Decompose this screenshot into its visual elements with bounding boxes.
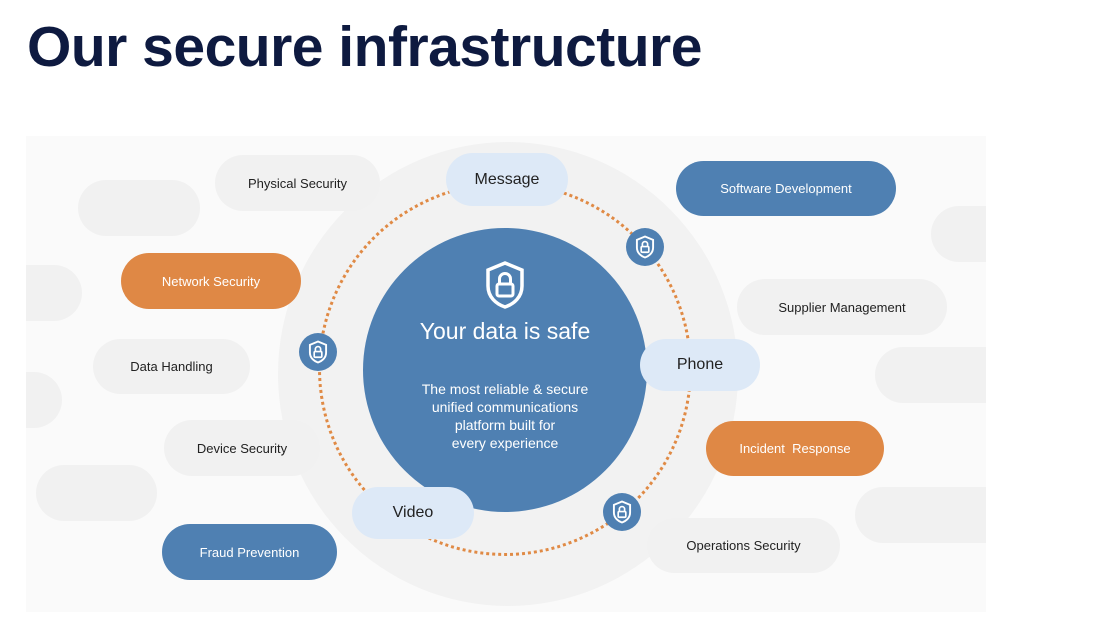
decorative-pill — [931, 206, 986, 262]
description-line: every experience — [451, 435, 559, 451]
decorative-pill — [26, 372, 62, 428]
decorative-pill — [36, 465, 157, 521]
center-circle: Your data is safe The most reliable & se… — [363, 228, 647, 512]
description-line: platform built for — [454, 417, 556, 433]
channel-video: Video — [352, 487, 474, 539]
description-line: The most reliable & secure — [421, 381, 589, 397]
pill-software-development: Software Development — [676, 161, 896, 216]
lock-badge-icon — [299, 333, 337, 371]
channel-message: Message — [446, 153, 568, 206]
pill-network-security: Network Security — [121, 253, 301, 309]
pill-operations-security: Operations Security — [647, 518, 840, 573]
shield-lock-icon — [486, 261, 524, 309]
decorative-pill — [875, 347, 986, 403]
lock-badge-icon — [626, 228, 664, 266]
pill-physical-security: Physical Security — [215, 155, 380, 211]
decorative-pill — [78, 180, 200, 236]
description-line: unified communications — [431, 399, 579, 415]
pill-supplier-management: Supplier Management — [737, 279, 947, 335]
channel-phone: Phone — [640, 339, 760, 391]
lock-badge-icon — [603, 493, 641, 531]
pill-incident-response: Incident Response — [706, 421, 884, 476]
pill-device-security: Device Security — [164, 420, 320, 476]
infrastructure-diagram: Your data is safe The most reliable & se… — [26, 136, 986, 612]
pill-fraud-prevention: Fraud Prevention — [162, 524, 337, 580]
decorative-pill — [26, 265, 82, 321]
center-description: The most reliable & secure unified commu… — [403, 380, 607, 452]
decorative-pill — [855, 487, 986, 543]
center-heading: Your data is safe — [419, 318, 591, 344]
page-title: Our secure infrastructure — [27, 15, 702, 79]
pill-data-handling: Data Handling — [93, 339, 250, 394]
